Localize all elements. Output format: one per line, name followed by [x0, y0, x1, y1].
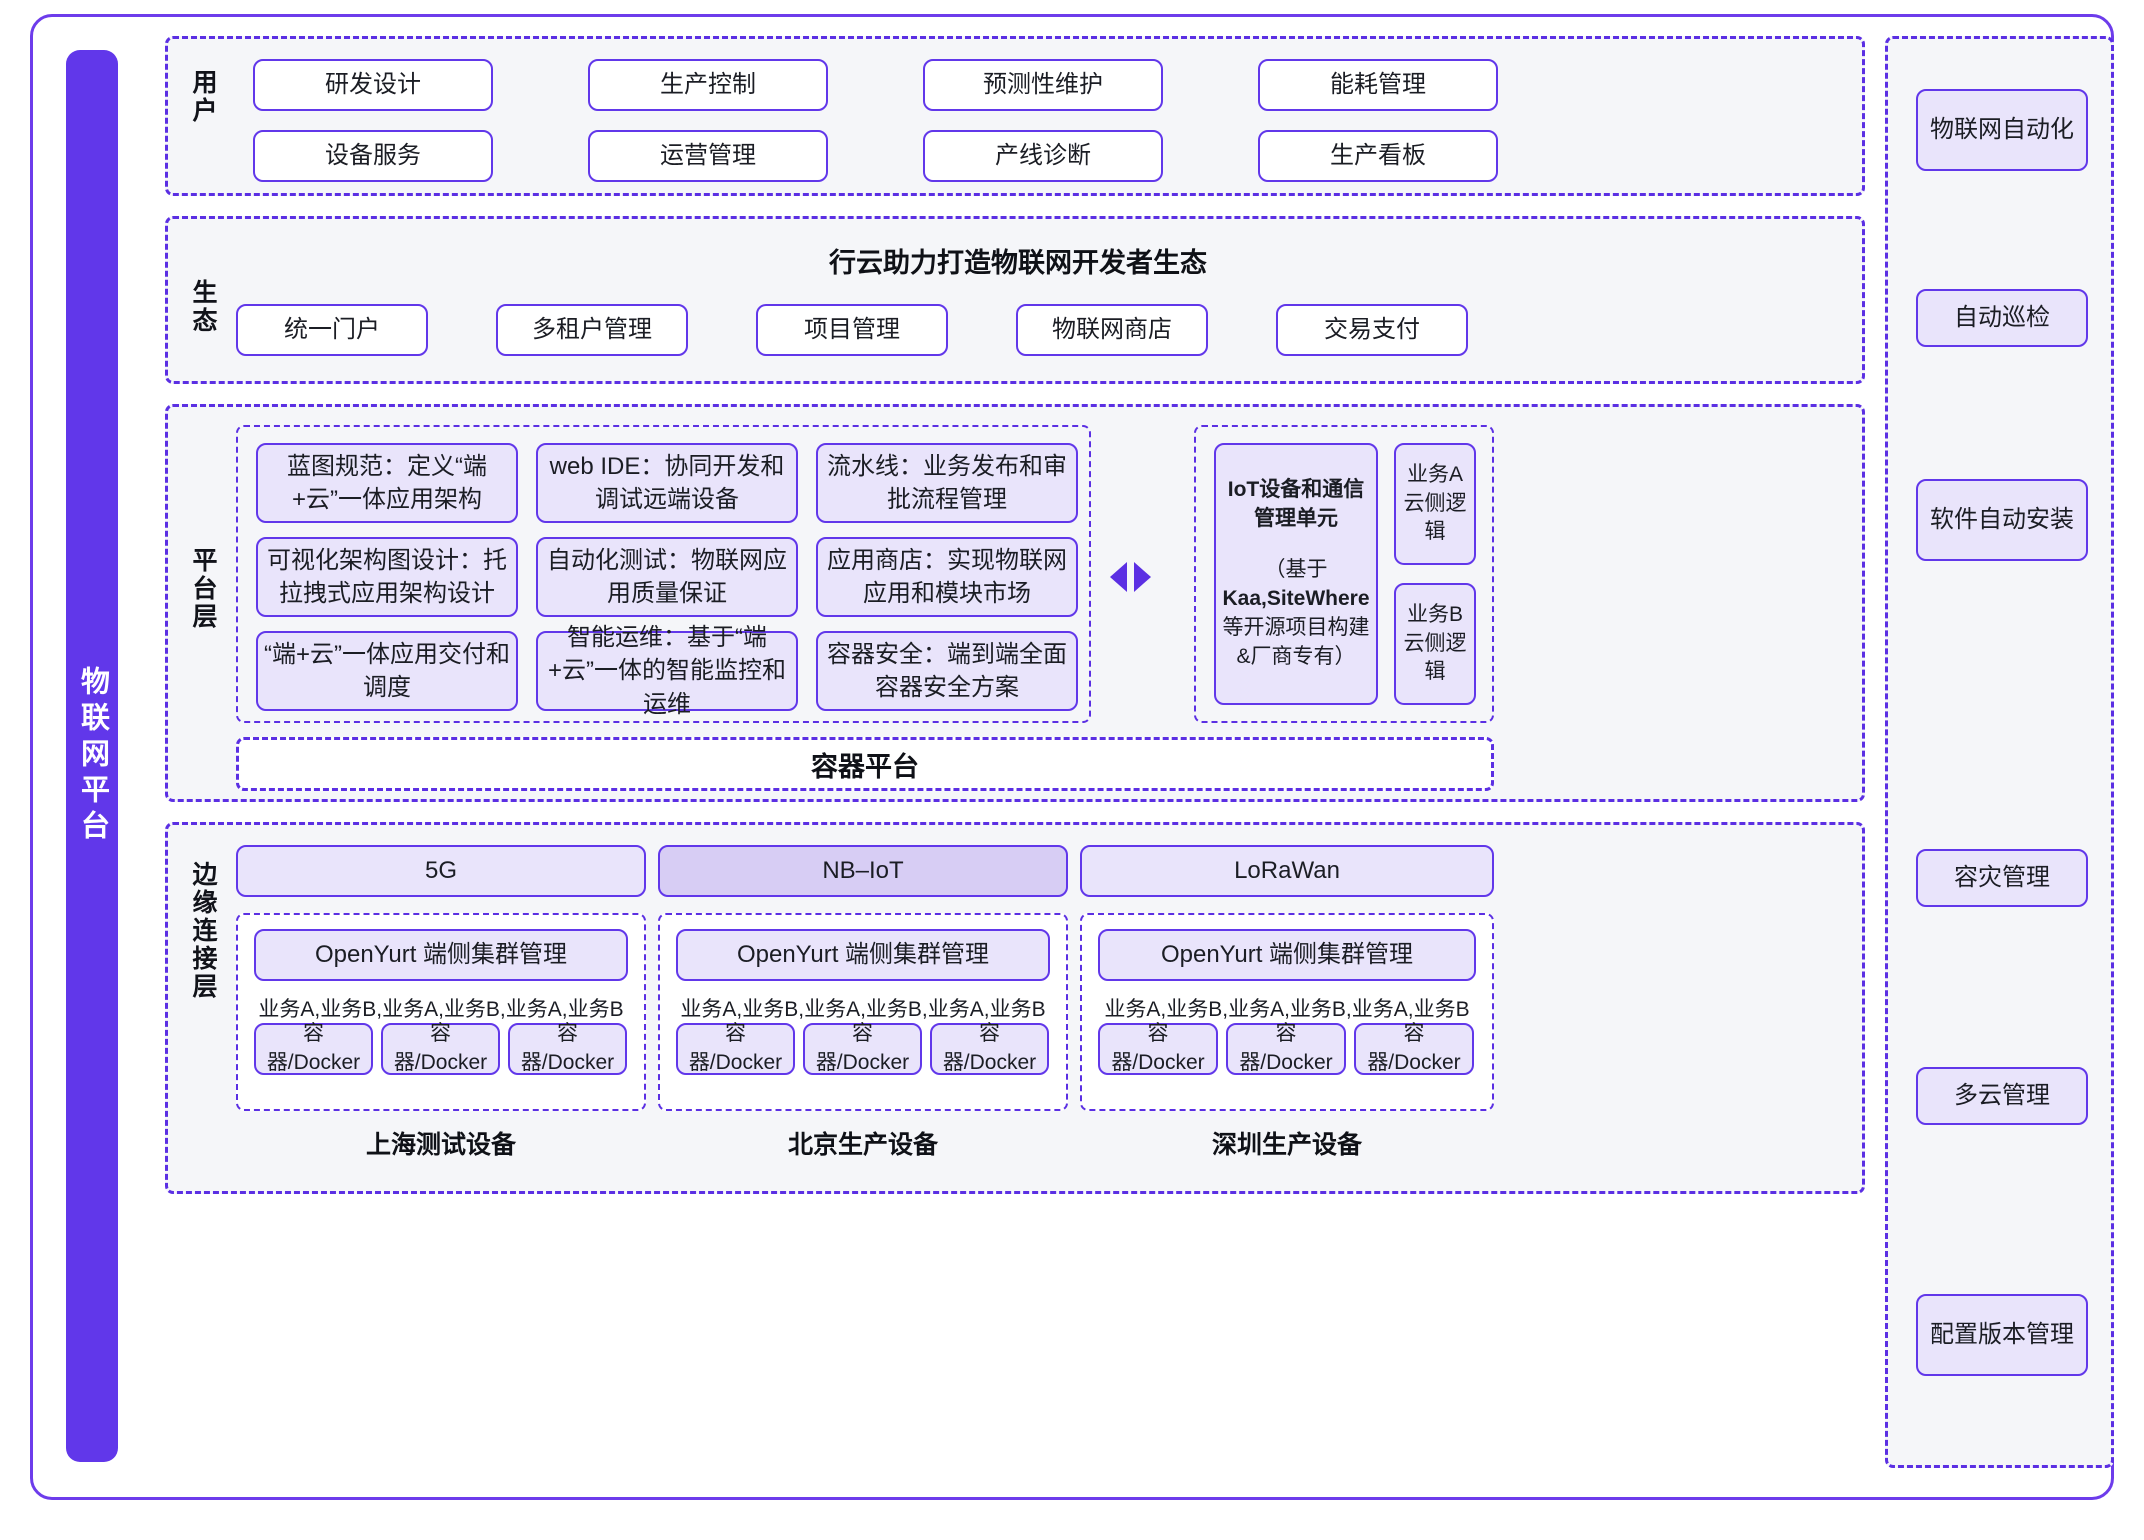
edge-site-3-container-2[interactable]: 容器/Docker	[1226, 1022, 1346, 1075]
section-ecosystem-label: 生态	[189, 279, 217, 335]
user-item-nenghaoguanli[interactable]: 能耗管理	[1258, 59, 1498, 111]
edge-site-3-name: 深圳生产设备	[1211, 1131, 1362, 1159]
edge-site-2-container-3[interactable]: 容器/Docker	[930, 1022, 1049, 1075]
platform-card-zidonghuaceshi[interactable]: 自动化测试：物联网应用质量保证	[536, 537, 798, 617]
user-item-yanfasheji[interactable]: 研发设计	[253, 59, 493, 111]
platform-card-yingyongshangdian[interactable]: 应用商店：实现物联网应用和模块市场	[816, 537, 1078, 617]
edge-site-2-container-2[interactable]: 容器/Docker	[803, 1022, 922, 1075]
edge-site-2-services: 业务A,业务B,业务A,业务B,业务A,业务B	[680, 998, 1046, 1021]
edge-network-5g[interactable]: 5G	[236, 845, 646, 897]
edge-site-1-services: 业务A,业务B,业务A,业务B,业务A,业务B	[258, 998, 624, 1021]
brand-label: 物联网平台	[76, 666, 109, 846]
section-platform: 平台层 蓝图规范：定义“端+云”一体应用架构 web IDE：协同开发和调试远端…	[165, 404, 1865, 802]
triangle-right-icon	[1134, 562, 1151, 592]
sidebar-item-config-version[interactable]: 配置版本管理	[1916, 1294, 2088, 1376]
iot-unit-title: IoT设备和通信管理单元	[1227, 478, 1365, 531]
iot-unit-note-line4: &厂商专有）	[1236, 644, 1356, 668]
platform-card-webide[interactable]: web IDE：协同开发和调试远端设备	[536, 443, 798, 523]
ecosystem-title: 行云助力打造物联网开发者生态	[829, 248, 1207, 278]
main-column: 用户 研发设计 生产控制 预测性维护 能耗管理 设备服务 运营管理 产线诊断 生…	[165, 36, 1865, 1468]
section-right-sidebar: 物联网自动化 自动巡检 软件自动安装 容灾管理 多云管理 配置版本管理	[1885, 36, 2114, 1468]
eco-item-wulianwangshangdian[interactable]: 物联网商店	[1016, 304, 1208, 356]
user-item-shebeifuwu[interactable]: 设备服务	[253, 130, 493, 182]
platform-card-lantuguifan[interactable]: 蓝图规范：定义“端+云”一体应用架构	[256, 443, 518, 523]
section-user-label: 用户	[189, 69, 217, 125]
platform-card-zhinengyunwei[interactable]: 智能运维：基于“端+云”一体的智能监控和运维	[536, 624, 798, 718]
edge-site-1-container-2[interactable]: 容器/Docker	[381, 1022, 500, 1075]
platform-iot-group	[1194, 425, 1494, 723]
section-platform-label: 平台层	[189, 547, 217, 631]
platform-cloud-logic-a[interactable]: 业务A 云侧逻辑	[1394, 443, 1476, 565]
section-edge: 边缘连接层 5G NB–IoT LoRaWan OpenYurt 端侧集群管理 …	[165, 822, 1865, 1194]
edge-site-2-container-1[interactable]: 容器/Docker	[676, 1022, 795, 1075]
platform-cloud-logic-b[interactable]: 业务B 云侧逻辑	[1394, 583, 1476, 705]
edge-site-3-cluster[interactable]: OpenYurt 端侧集群管理	[1098, 929, 1476, 981]
edge-site-1-cluster[interactable]: OpenYurt 端侧集群管理	[254, 929, 628, 981]
user-item-chanxianzhenduan[interactable]: 产线诊断	[923, 130, 1163, 182]
triangle-left-icon	[1110, 562, 1127, 592]
user-item-yunyingguanli[interactable]: 运营管理	[588, 130, 828, 182]
edge-site-2-name: 北京生产设备	[787, 1131, 938, 1159]
edge-site-3-services: 业务A,业务B,业务A,业务B,业务A,业务B	[1104, 998, 1470, 1021]
eco-item-duozuhuguanli[interactable]: 多租户管理	[496, 304, 688, 356]
user-item-shengchankongzhi[interactable]: 生产控制	[588, 59, 828, 111]
edge-site-3-container-1[interactable]: 容器/Docker	[1098, 1022, 1218, 1075]
section-ecosystem: 生态 行云助力打造物联网开发者生态 统一门户 多租户管理 项目管理 物联网商店 …	[165, 216, 1865, 384]
edge-site-1-container-3[interactable]: 容器/Docker	[508, 1022, 627, 1075]
bidirectional-arrows	[1110, 562, 1151, 592]
eco-item-tongyimenhu[interactable]: 统一门户	[236, 304, 428, 356]
platform-iot-unit[interactable]: IoT设备和通信管理单元 （基于 Kaa,SiteWhere 等开源项目构建 &…	[1214, 443, 1378, 705]
container-platform-bar: 容器平台	[236, 737, 1494, 791]
iot-unit-note-line3: 等开源项目构建	[1222, 615, 1370, 639]
eco-item-xiangmuguanli[interactable]: 项目管理	[756, 304, 948, 356]
platform-card-rongqianquan[interactable]: 容器安全：端到端全面容器安全方案	[816, 631, 1078, 711]
brand-vertical-bar: 物联网平台	[66, 50, 118, 1462]
sidebar-item-auto-inspection[interactable]: 自动巡检	[1916, 289, 2088, 347]
user-item-shengchankanban[interactable]: 生产看板	[1258, 130, 1498, 182]
sidebar-item-iot-automation[interactable]: 物联网自动化	[1916, 89, 2088, 171]
user-item-yucexingweihu[interactable]: 预测性维护	[923, 59, 1163, 111]
section-user: 用户 研发设计 生产控制 预测性维护 能耗管理 设备服务 运营管理 产线诊断 生…	[165, 36, 1865, 196]
edge-site-2-cluster[interactable]: OpenYurt 端侧集群管理	[676, 929, 1050, 981]
sidebar-item-multicloud[interactable]: 多云管理	[1916, 1067, 2088, 1125]
sidebar-item-software-auto-install[interactable]: 软件自动安装	[1916, 479, 2088, 561]
platform-card-keshihuajiagou[interactable]: 可视化架构图设计：托拉拽式应用架构设计	[256, 537, 518, 617]
edge-site-3-container-3[interactable]: 容器/Docker	[1354, 1022, 1474, 1075]
iot-unit-note-line2: Kaa,SiteWhere	[1222, 587, 1370, 610]
edge-network-nbiot[interactable]: NB–IoT	[658, 845, 1068, 897]
section-edge-label: 边缘连接层	[189, 861, 217, 1001]
eco-item-jiaoyizhifu[interactable]: 交易支付	[1276, 304, 1468, 356]
edge-site-1-name: 上海测试设备	[365, 1131, 516, 1159]
platform-card-duanyunjiaofu[interactable]: “端+云”一体应用交付和调度	[256, 631, 518, 711]
platform-card-liushuixian[interactable]: 流水线：业务发布和审批流程管理	[816, 443, 1078, 523]
edge-site-1-container-1[interactable]: 容器/Docker	[254, 1022, 373, 1075]
edge-network-lorawan[interactable]: LoRaWan	[1080, 845, 1494, 897]
iot-unit-note-line1: （基于	[1264, 558, 1328, 582]
platform-capability-group	[236, 425, 1091, 723]
sidebar-item-disaster-recovery[interactable]: 容灾管理	[1916, 849, 2088, 907]
